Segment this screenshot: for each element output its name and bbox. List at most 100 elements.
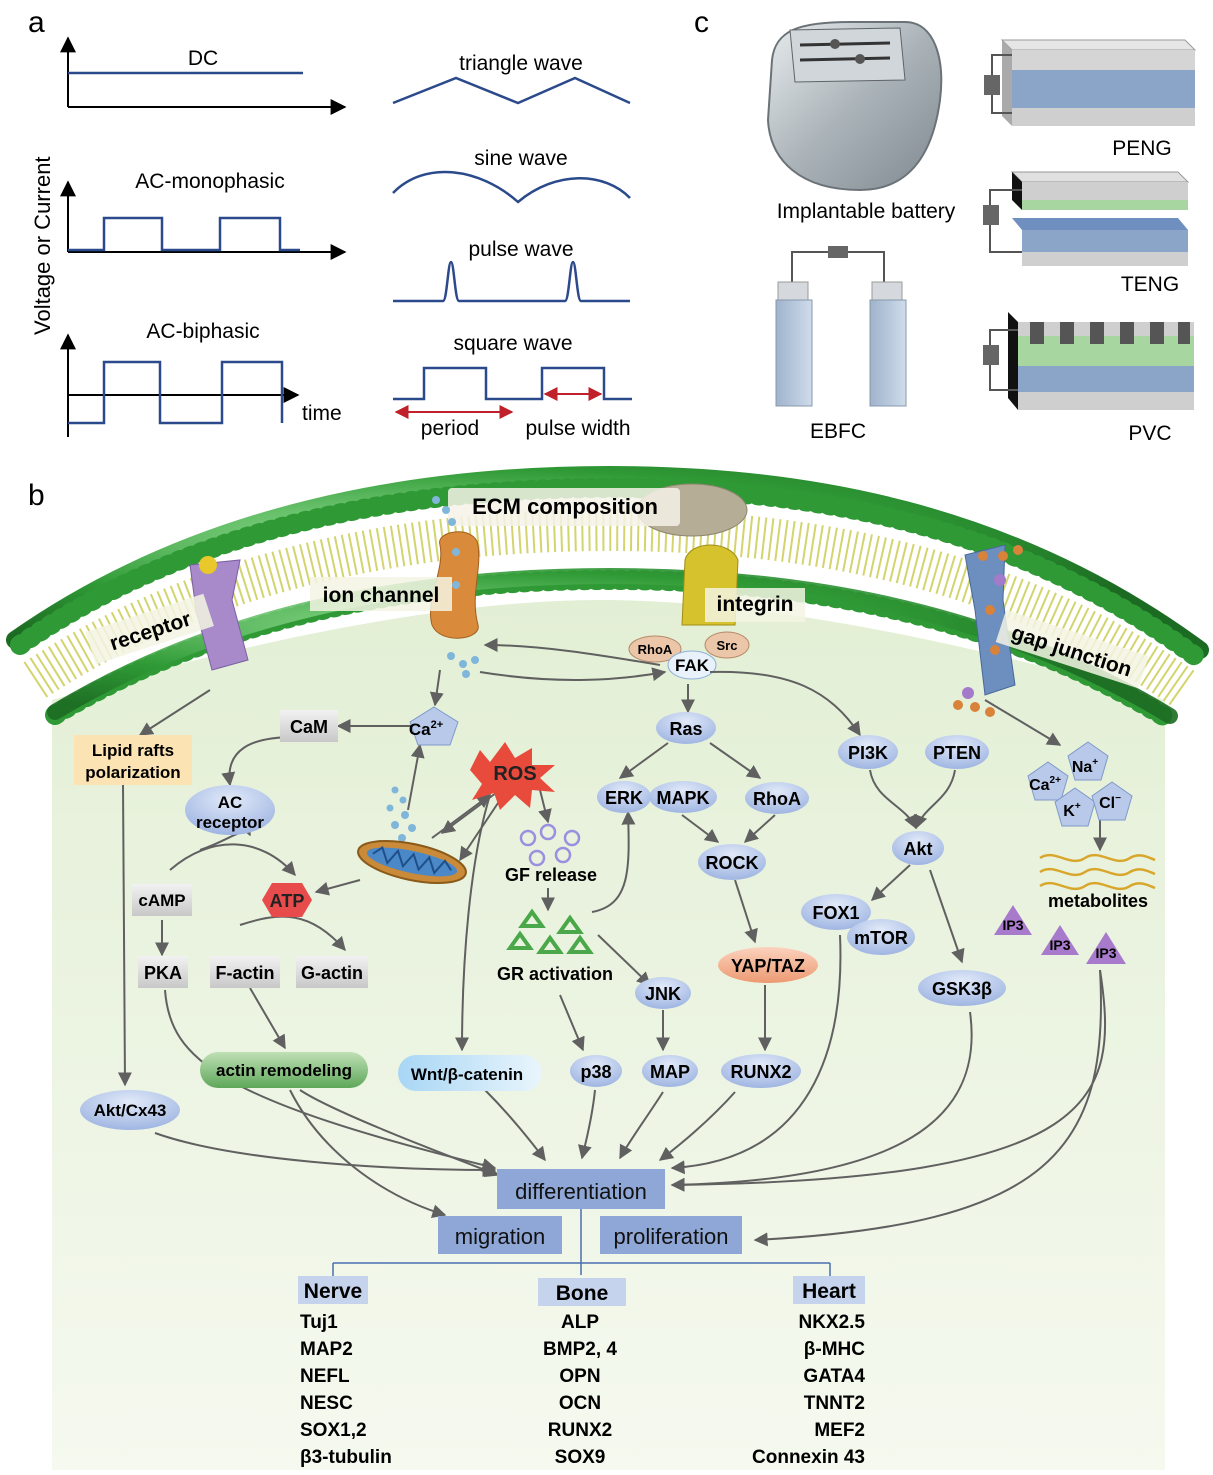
nerve-marker: β3-tubulin xyxy=(300,1447,392,1468)
panel-c: c Implantable battery EBFC xyxy=(694,6,1197,445)
ac-bi-label: AC-biphasic xyxy=(146,320,259,343)
calcium-vesicles xyxy=(386,786,416,842)
bi-waveform xyxy=(68,360,284,425)
bone-title: Bone xyxy=(556,1282,609,1305)
heart-marker: Connexin 43 xyxy=(752,1447,865,1468)
atp-node xyxy=(262,883,312,917)
nerve-marker: SOX1,2 xyxy=(300,1420,367,1441)
nerve-marker: NESC xyxy=(300,1393,353,1414)
akt-cx43-label: Akt/Cx43 xyxy=(94,1101,167,1120)
ecm-label: ECM composition xyxy=(472,494,658,519)
map-node xyxy=(642,1055,698,1087)
panel-c-letter: c xyxy=(694,6,709,39)
mapk-node xyxy=(649,781,717,813)
heart-marker: NKX2.5 xyxy=(798,1312,865,1333)
peng-illustration xyxy=(984,39,1197,126)
square-label: square wave xyxy=(453,332,572,355)
ros-label: ROS xyxy=(493,763,536,785)
gr-activation-label: GR activation xyxy=(497,964,613,984)
runx2-label: RUNX2 xyxy=(730,1062,791,1082)
ras-node xyxy=(656,712,716,744)
yap-taz-label: YAP/TAZ xyxy=(731,956,805,976)
bone-header-bg xyxy=(538,1278,626,1306)
ip3-triangle-2 xyxy=(1041,925,1079,955)
battery-illustration xyxy=(766,21,943,192)
dc-plot: DC xyxy=(60,36,347,115)
rhoa-small-node xyxy=(628,635,682,663)
lipid-rafts-line2: polarization xyxy=(85,763,180,782)
migration-box xyxy=(438,1216,562,1254)
peng-label: PENG xyxy=(1112,137,1172,160)
ip3-label-3: IP3 xyxy=(1095,945,1116,961)
p38-node xyxy=(570,1055,622,1087)
k-ion xyxy=(1054,787,1096,827)
sine-label: sine wave xyxy=(474,147,567,170)
nerve-marker: Tuj1 xyxy=(300,1312,338,1333)
cl-ion xyxy=(1091,781,1133,821)
ions-top xyxy=(432,496,479,678)
akt-cx43-node xyxy=(80,1090,180,1130)
fox1-label: FOX1 xyxy=(812,903,859,923)
jnk-node xyxy=(635,977,691,1009)
mtor-label: mTOR xyxy=(854,928,908,948)
src-label: Src xyxy=(717,638,738,653)
heart-marker: TNNT2 xyxy=(804,1393,865,1414)
bone-marker: SOX9 xyxy=(555,1447,606,1468)
migration-label: migration xyxy=(455,1224,545,1249)
gr-triangles xyxy=(506,908,594,954)
panel-b-letter: b xyxy=(28,479,45,512)
metabolites-label: metabolites xyxy=(1048,891,1148,911)
marker-tree xyxy=(332,1209,831,1276)
rhoa-node xyxy=(745,782,809,814)
ac-monophasic-plot: AC-monophasic xyxy=(60,170,347,260)
heart-marker: MEF2 xyxy=(814,1420,865,1441)
heart-header-bg xyxy=(793,1276,865,1304)
rock-label: ROCK xyxy=(706,853,759,873)
teng-illustration xyxy=(983,171,1190,266)
fak-node xyxy=(667,650,717,680)
bone-marker: BMP2, 4 xyxy=(543,1339,617,1360)
camp-box xyxy=(132,884,192,916)
ebfc-label: EBFC xyxy=(810,420,866,443)
mapk-label: MAPK xyxy=(657,788,710,808)
rock-node xyxy=(698,844,766,880)
nerve-title: Nerve xyxy=(304,1280,362,1303)
cl-label: Cl− xyxy=(1099,793,1121,812)
metabolite-waves xyxy=(1039,853,1156,891)
mitochondrion xyxy=(357,840,467,884)
differentiation-box xyxy=(497,1169,665,1209)
nerve-header-bg xyxy=(298,1276,368,1304)
pka-box xyxy=(138,956,188,988)
nerve-column: Nerve Tuj1 MAP2 NEFL NESC SOX1,2 β3-tubu… xyxy=(298,1276,392,1468)
fak-label: FAK xyxy=(675,656,710,675)
ac-receptor-line1: AC xyxy=(218,793,243,812)
na-label: Na+ xyxy=(1072,757,1098,776)
cam-label: CaM xyxy=(290,717,328,737)
lipid-rafts-box xyxy=(74,735,192,785)
ligand xyxy=(199,556,217,574)
ion-channel-label: ion channel xyxy=(323,584,440,607)
pulse-width-label: pulse width xyxy=(525,417,630,440)
teng-label: TENG xyxy=(1121,273,1179,296)
proliferation-label: proliferation xyxy=(614,1224,729,1249)
pka-label: PKA xyxy=(144,963,182,983)
dc-label: DC xyxy=(188,47,218,70)
gsk3b-node xyxy=(918,970,1006,1006)
mono-waveform xyxy=(68,216,300,252)
pulse-waveform xyxy=(393,260,630,303)
pi3k-node xyxy=(838,735,898,769)
cam-box xyxy=(280,710,338,742)
mtor-node xyxy=(847,919,915,955)
ip3-triangle-3 xyxy=(1086,932,1126,964)
g-actin-box xyxy=(296,956,368,988)
ac-biphasic-plot: AC-biphasic time xyxy=(60,320,342,437)
ca-ion xyxy=(1027,761,1069,801)
actin-remodeling-label: actin remodeling xyxy=(216,1061,352,1080)
heart-marker: GATA4 xyxy=(803,1366,865,1387)
pvc-illustration xyxy=(983,312,1194,410)
jnk-label: JNK xyxy=(645,984,681,1004)
gsk3b-label: GSK3β xyxy=(932,979,992,999)
pvc-label: PVC xyxy=(1128,422,1171,445)
pten-label: PTEN xyxy=(933,743,981,763)
